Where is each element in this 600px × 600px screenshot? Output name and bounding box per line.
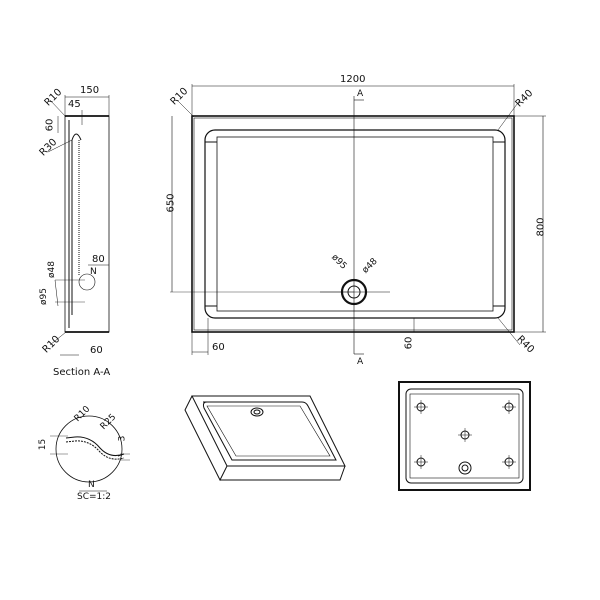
isometric-view <box>184 395 346 482</box>
dim-detail-height-left: 15 <box>38 438 49 451</box>
detail-marker-n: N <box>90 267 97 277</box>
section-caption: Section A-A <box>53 367 111 378</box>
dim-section-bottom-offset: 60 <box>90 345 103 356</box>
dim-width: 1200 <box>340 74 366 85</box>
dim-section-top-offset: 45 <box>68 99 81 110</box>
dim-section-lip: 60 <box>44 118 56 132</box>
dim-rim-bottom: 60 <box>403 336 415 350</box>
dim-section-height: 150 <box>80 85 100 96</box>
dim-depth: 800 <box>535 217 547 237</box>
detail-label: N <box>88 480 95 490</box>
dim-rim-left: 60 <box>212 342 225 353</box>
dim-detail-height-right: 3 <box>117 435 128 442</box>
dim-section-waste-outer: ø95 <box>38 288 49 305</box>
detail-view <box>50 415 130 492</box>
dim-inner-depth: 650 <box>165 193 177 213</box>
plan-view <box>170 84 546 355</box>
detail-scale: SC=1:2 <box>77 492 112 502</box>
dim-section-waste-inner: ø48 <box>46 261 57 278</box>
section-marker-bottom: A <box>357 357 364 367</box>
dim-section-waste-offset: 80 <box>92 254 105 265</box>
section-view <box>47 95 110 356</box>
underside-view <box>398 381 531 491</box>
section-marker-top: A <box>357 89 364 99</box>
